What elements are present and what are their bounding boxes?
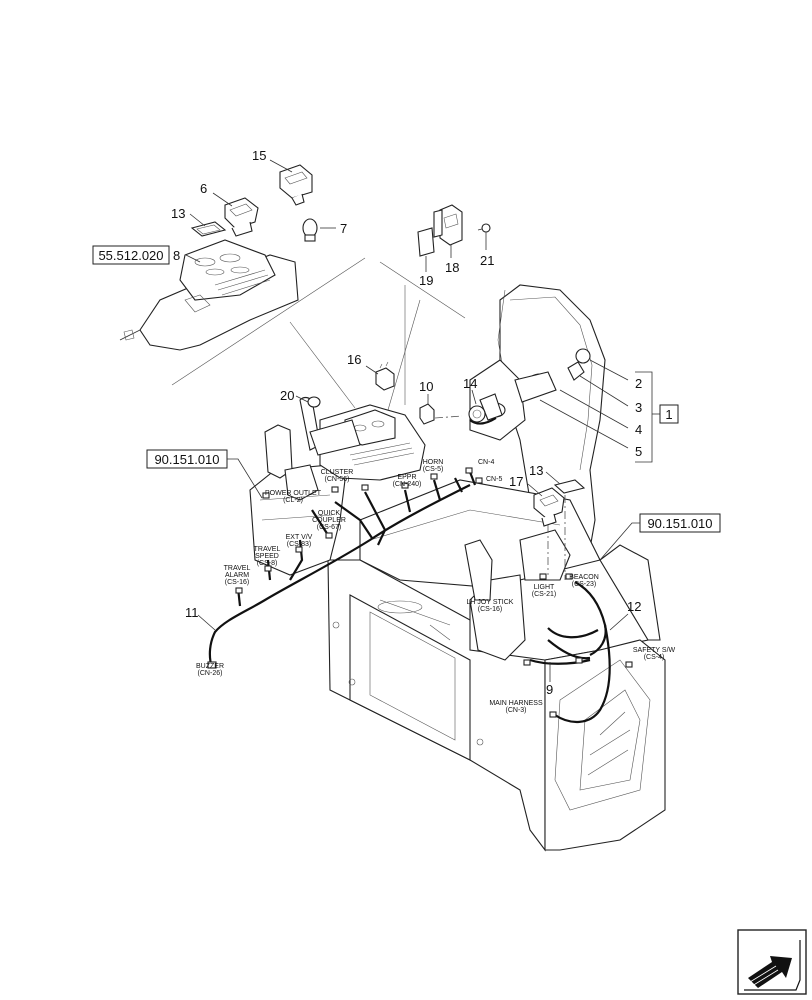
callout-12: 12 [627,599,641,614]
relay-16 [375,361,395,391]
knob-7 [302,218,318,242]
right-console-detail [119,239,299,351]
harness-right-ref-box[interactable]: 90.151.010 [639,513,721,533]
wiring-harness-11 [208,471,477,669]
label-safety-sw: SAFETY S/W (CS-4) [633,647,676,661]
callout-17: 17 [509,474,523,489]
callout-5: 5 [635,444,642,459]
label-travel-speed-line3: (CS-8) [257,560,278,567]
label-travel-alarm-line2: ALARM [225,572,249,579]
callout-3: 3 [635,400,642,415]
label-ext-vv: EXT V/V (CS-83) [286,534,313,548]
callout-9: 9 [546,682,553,697]
label-quick-coupler: QUICK COUPLER (CS-67) [312,510,346,531]
label-main-harness-line2: (CN-3) [506,707,527,714]
label-eppr: EPPR (CN-240) [393,474,422,488]
callout-4: 4 [635,422,642,437]
key-switch-assembly [469,348,591,425]
console-ref-box[interactable]: 55.512.020 [92,245,170,265]
plug-10 [419,403,435,425]
connector-blocks-left [207,467,483,669]
label-travel-alarm-line1: TRAVEL [224,565,251,572]
label-safety-sw-line1: SAFETY S/W [633,647,676,654]
console-ref-text: 55.512.020 [98,248,163,263]
callout-15: 15 [252,148,266,163]
callout-21: 21 [480,253,494,268]
label-travel-speed-line1: TRAVEL [254,546,281,553]
callout-14: 14 [463,376,477,391]
callout-7: 7 [340,221,347,236]
label-travel-speed: TRAVEL SPEED (CS-8) [254,546,281,567]
label-cluster-line2: (CN-56) [325,476,350,483]
callout-19: 19 [419,273,433,288]
callout-11: 11 [185,605,199,620]
label-lh-joy-stick: LH JOY STICK (CS-16) [467,599,514,613]
label-19 [417,227,435,257]
label-ext-vv-line2: (CS-83) [287,541,312,548]
switch-cover-13-main [553,479,586,494]
label-light: LIGHT (CS-21) [532,584,557,598]
screw-21 [477,223,491,233]
label-eppr-line2: (CN-240) [393,481,422,488]
label-beacon-line2: (CS-23) [572,581,597,588]
label-horn-line2: (CS-5) [423,466,444,473]
wiring-harness-9-12 [529,581,611,723]
switch-18 [433,204,463,246]
switch-15 [279,164,313,206]
label-light-line1: LIGHT [534,584,555,591]
label-travel-alarm: TRAVEL ALARM (CS-16) [224,565,251,586]
label-travel-speed-line2: SPEED [255,553,279,560]
forward-arrow-icon[interactable] [737,929,807,995]
label-buzzer: BUZZER (CN-26) [196,663,224,677]
label-buzzer-line1: BUZZER [196,663,224,670]
label-eppr-line1: EPPR [397,474,416,481]
label-buzzer-line2: (CN-26) [198,670,223,677]
right-joystick [464,529,571,661]
callout-1-box: 1 [659,404,679,424]
left-console-panel [309,404,426,481]
callout-13-top: 13 [171,206,185,221]
label-main-harness: MAIN HARNESS (CN-3) [489,700,543,714]
label-light-line2: (CS-21) [532,591,557,598]
label-horn-line1: HORN [423,459,444,466]
callout-10: 10 [419,379,433,394]
label-travel-alarm-line3: (CS-16) [225,579,250,586]
harness-right-ref-text: 90.151.010 [647,516,712,531]
label-main-harness-line1: MAIN HARNESS [489,700,543,707]
label-quick-coupler-line3: (CS-67) [317,524,342,531]
switch-6 [224,197,259,237]
callout-8: 8 [173,248,180,263]
ring-14 [468,405,486,423]
label-lh-joy-stick-line1: LH JOY STICK [467,599,514,606]
label-lh-joy-stick-line2: (CS-16) [478,606,503,613]
label-quick-coupler-line1: QUICK [318,510,341,517]
harness-left-ref-box[interactable]: 90.151.010 [146,449,228,469]
callout-6: 6 [200,181,207,196]
label-power-outlet-line1: POWER OUTLET [265,490,322,497]
connector-blocks-right [523,573,633,718]
harness-left-ref-text: 90.151.010 [154,452,219,467]
label-cluster-line1: CLUSTER [321,469,354,476]
callout-1: 1 [665,407,672,422]
knob-20 [307,396,321,408]
label-beacon: BEACON (CS-23) [569,574,599,588]
label-power-outlet: POWER OUTLET (CL-2) [265,490,322,504]
callout-13-main: 13 [529,463,543,478]
callout-18: 18 [445,260,459,275]
callout-2: 2 [635,376,642,391]
callout-16: 16 [347,352,361,367]
label-cn5: CN-5 [486,476,502,483]
callout-20: 20 [280,388,294,403]
label-horn: HORN (CS-5) [423,459,444,473]
switch-cover-13 [190,221,227,237]
label-cluster: CLUSTER (CN-56) [321,469,354,483]
label-ext-vv-line1: EXT V/V [286,534,313,541]
label-quick-coupler-line2: COUPLER [312,517,346,524]
label-cn4: CN-4 [478,459,494,466]
label-beacon-line1: BEACON [569,574,599,581]
label-safety-sw-line2: (CS-4) [644,654,665,661]
label-power-outlet-line2: (CL-2) [283,497,303,504]
